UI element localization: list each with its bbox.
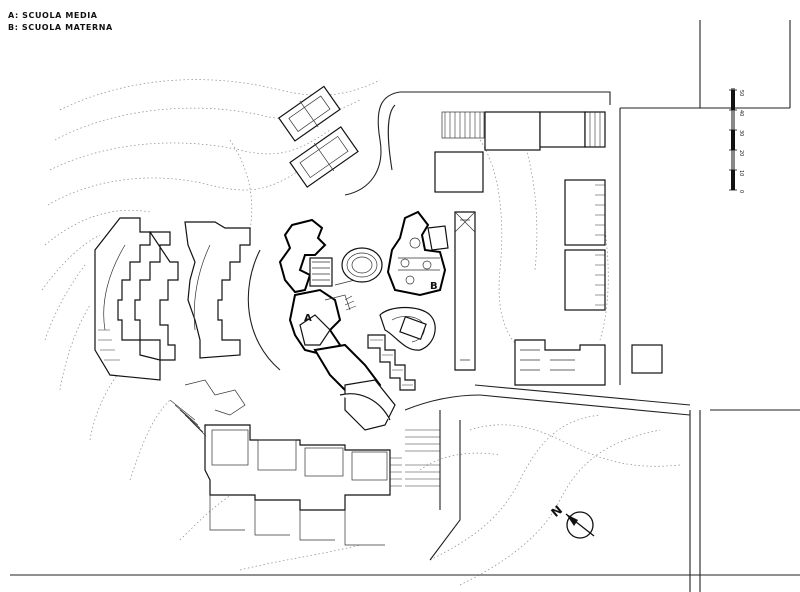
scuola-materna-building — [386, 210, 449, 297]
legend: A: SCUOLA MEDIA B: SCUOLA MATERNA — [8, 10, 113, 34]
label-b: B — [430, 281, 438, 292]
scale-tick-label: 50 — [738, 90, 744, 96]
scale-tick-label: 30 — [738, 130, 744, 136]
scuola-media-building — [278, 218, 396, 431]
tennis-courts — [278, 85, 359, 188]
scale-bar: 50 40 30 20 10 0 — [729, 88, 744, 193]
scale-tick-label: 40 — [738, 110, 744, 116]
north-arrow: N — [548, 503, 595, 539]
legend-item-a: A: SCUOLA MEDIA — [8, 11, 98, 20]
south-housing — [169, 379, 440, 546]
contour-lines — [41, 79, 681, 586]
roads — [10, 20, 800, 592]
scale-tick-label: 0 — [738, 190, 744, 193]
scale-tick-label: 20 — [738, 150, 744, 156]
label-a: A — [304, 313, 312, 324]
long-east-building — [454, 211, 476, 371]
west-housing — [94, 217, 251, 381]
legend-item-b: B: SCUOLA MATERNA — [8, 23, 113, 32]
north-letter: N — [548, 503, 565, 520]
east-housing — [434, 111, 663, 386]
oval-amphitheatre — [341, 247, 383, 283]
play-area — [379, 306, 436, 351]
scale-tick-label: 10 — [738, 170, 744, 176]
stepped-blocks — [367, 334, 416, 391]
